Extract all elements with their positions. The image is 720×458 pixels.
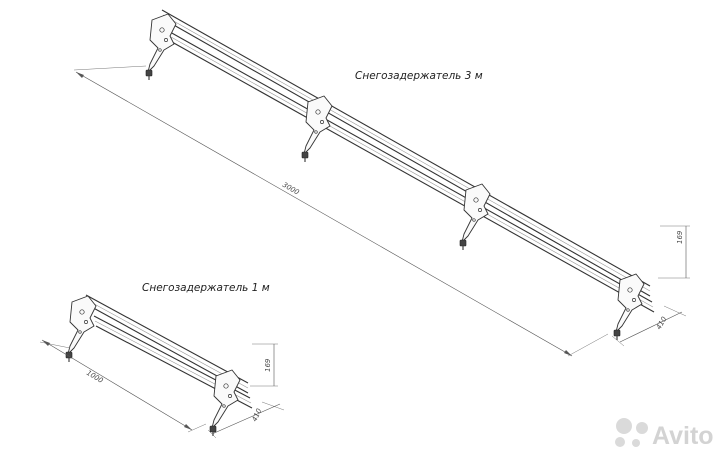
large-snow-guard: 3000 169 410 Снегозадержатель 3 м bbox=[73, 9, 690, 357]
large-length-dimension: 3000 bbox=[73, 65, 609, 357]
large-height-value: 169 bbox=[676, 230, 684, 244]
large-length-value: 3000 bbox=[281, 181, 301, 197]
small-depth-value: 410 bbox=[251, 407, 264, 423]
small-bracket-1 bbox=[65, 295, 97, 363]
large-bracket-1 bbox=[145, 13, 177, 81]
avito-watermark: Avito bbox=[615, 418, 714, 450]
large-depth-value: 410 bbox=[655, 315, 669, 331]
large-depth-dimension: 410 bbox=[611, 305, 687, 347]
small-height-value: 169 bbox=[264, 358, 272, 372]
avito-logo-icon bbox=[615, 418, 648, 447]
large-tube-rear bbox=[161, 9, 651, 297]
avito-watermark-text: Avito bbox=[652, 422, 714, 450]
small-height-dimension: 169 bbox=[250, 343, 278, 387]
large-height-dimension: 169 bbox=[658, 225, 690, 279]
large-tube-front bbox=[169, 31, 655, 313]
small-length-value: 1000 bbox=[85, 369, 105, 385]
large-bracket-4 bbox=[613, 273, 645, 341]
small-length-dimension: 1000 bbox=[39, 339, 207, 433]
large-title: Снегозадержатель 3 м bbox=[355, 70, 483, 82]
small-snow-guard: 1000 169 410 Снегозадержатель 1 м bbox=[39, 282, 285, 439]
small-title: Снегозадержатель 1 м bbox=[142, 282, 270, 294]
